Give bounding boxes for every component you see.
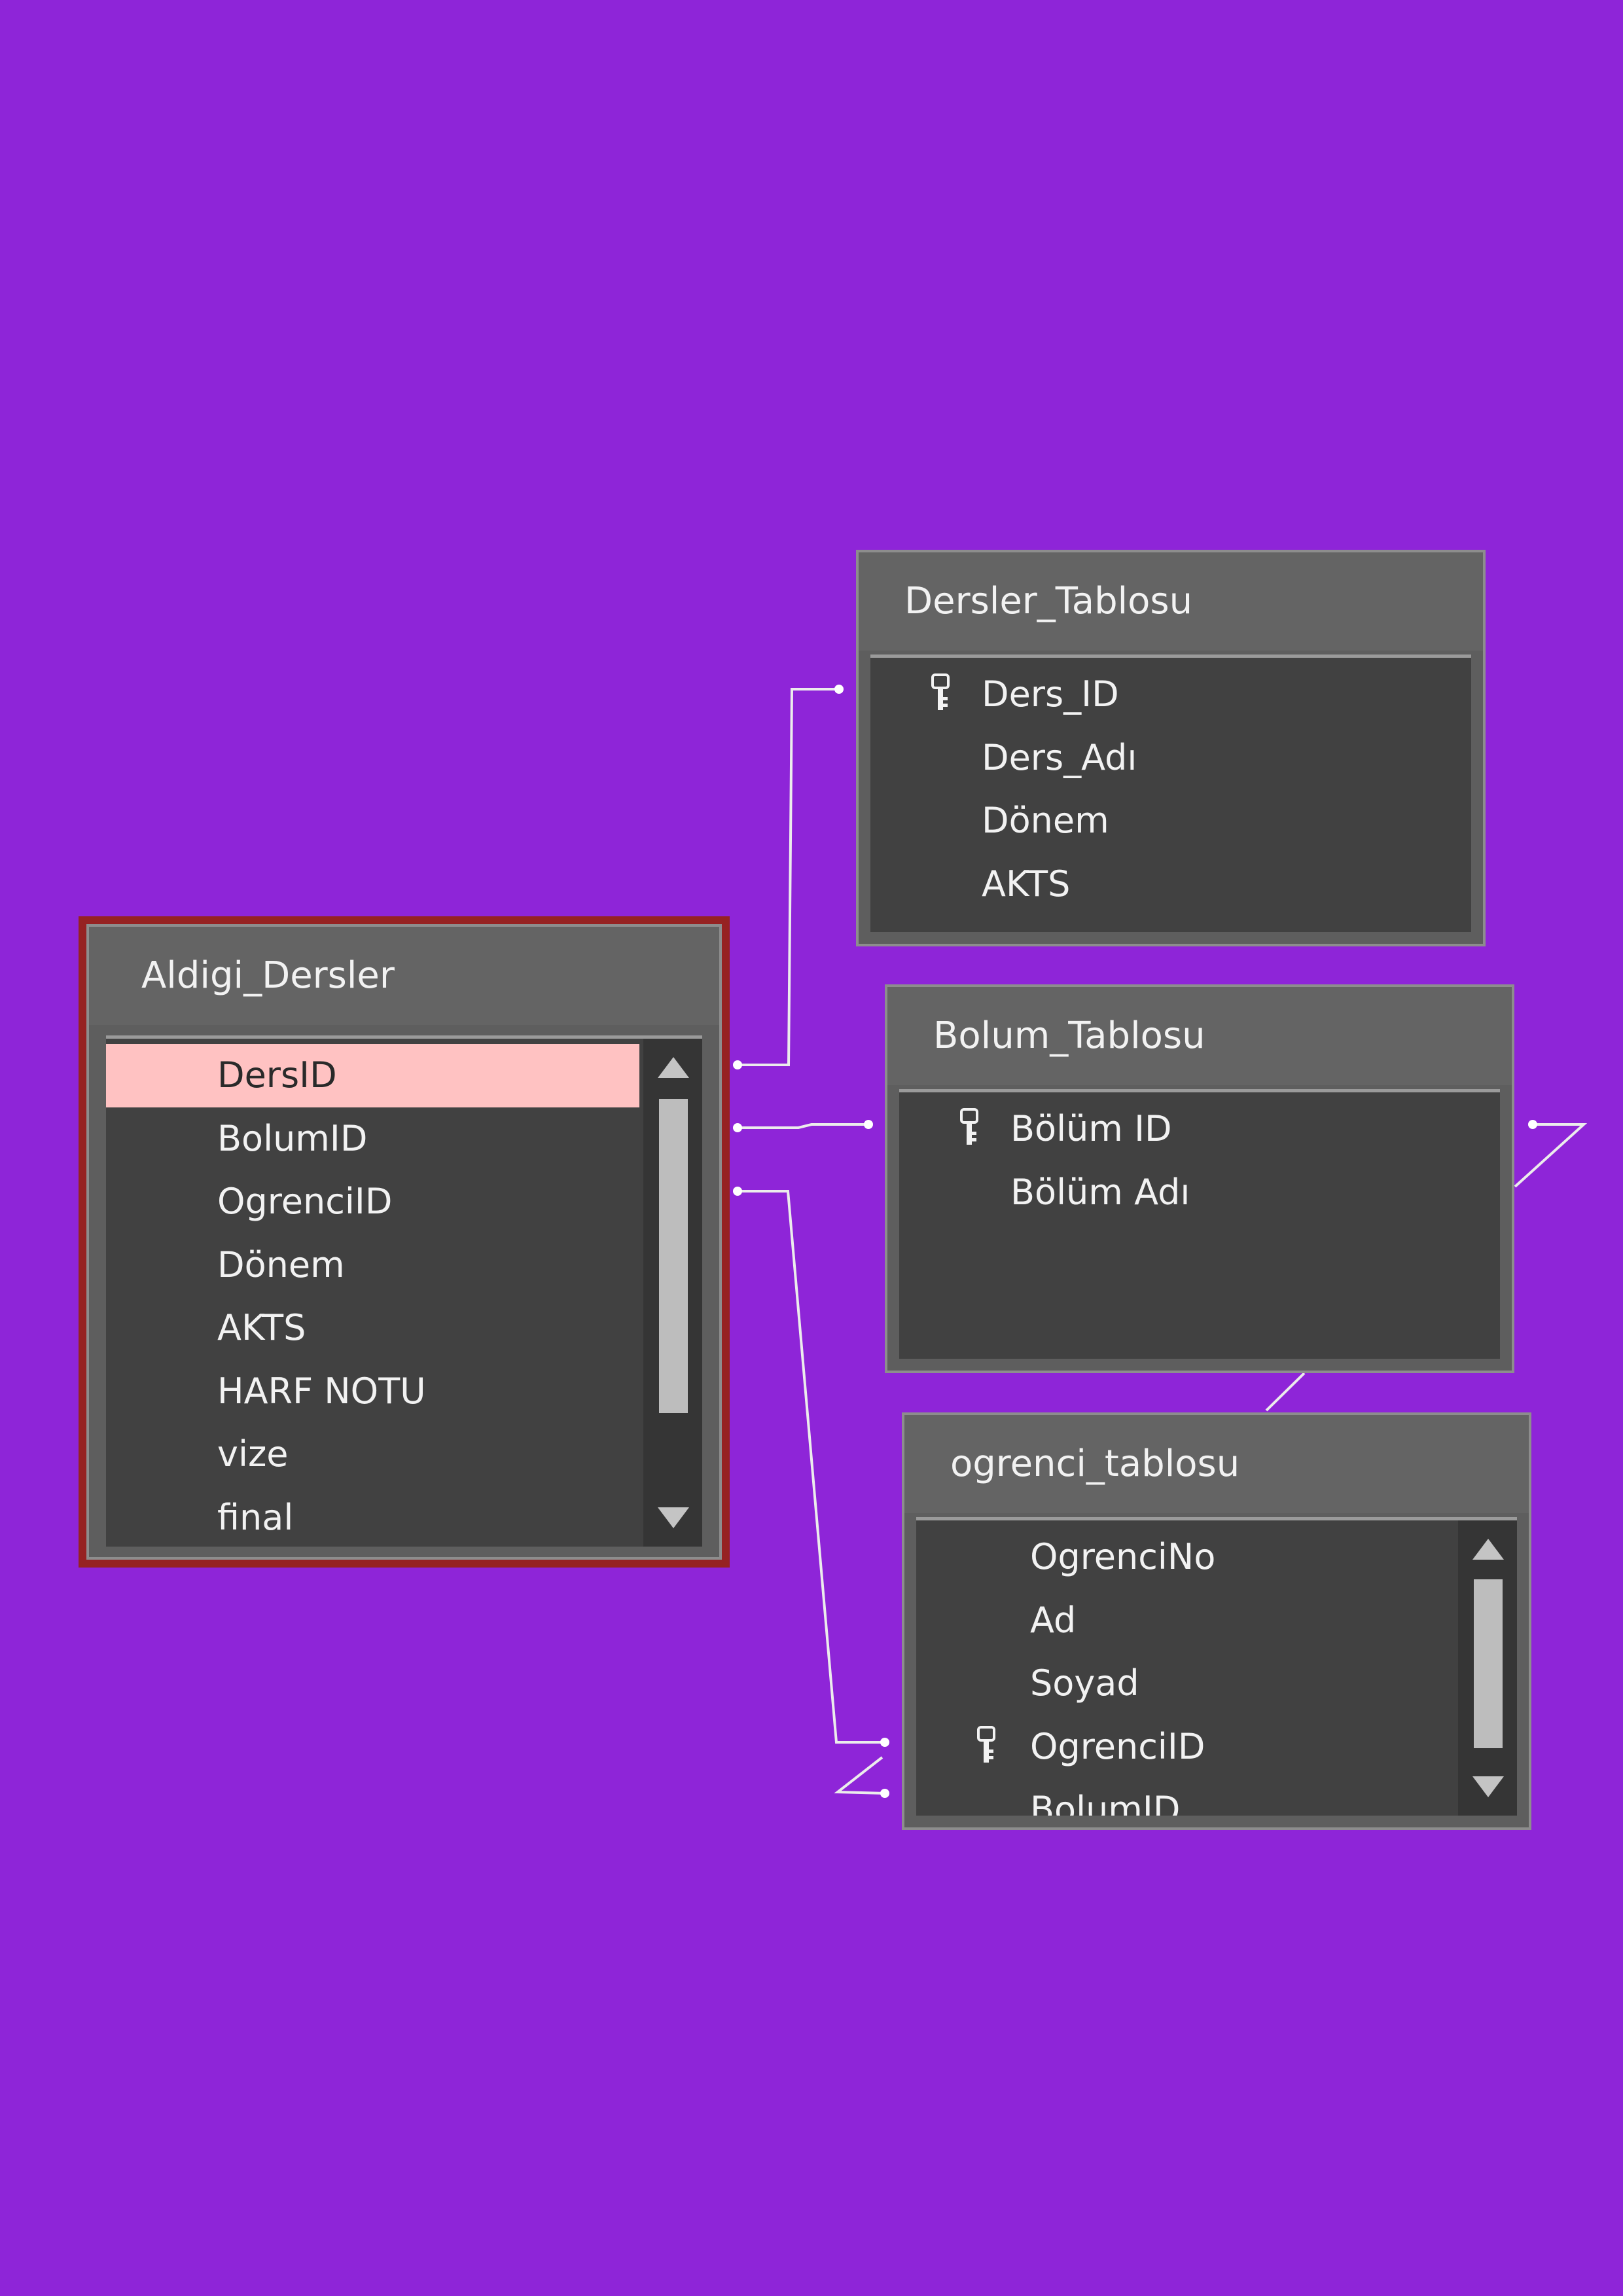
field-row-ogrencino[interactable]: OgrenciNo — [916, 1526, 1454, 1589]
key-icon — [960, 1108, 978, 1145]
field-label: BolumID — [1030, 1789, 1181, 1816]
table-aldigi-dersler[interactable]: Aldigi_Dersler DersID BolumID OgrenciID … — [79, 916, 730, 1568]
field-row-vize[interactable]: vize — [106, 1423, 639, 1486]
field-label: Bölüm Adı — [1010, 1171, 1190, 1213]
relationship-line-ogrenciid — [737, 1190, 885, 1744]
scroll-up-arrow-icon[interactable] — [658, 1057, 689, 1078]
field-label: Ad — [1030, 1599, 1077, 1641]
table-ogrenci-tablosu[interactable]: ogrenci_tablosu OgrenciNo Ad Soyad Ogr — [902, 1412, 1531, 1830]
relationship-line-bolumid-ogrenci — [834, 1756, 886, 1795]
line-endpoint — [1528, 1120, 1537, 1129]
field-row-ders-adi[interactable]: Ders_Adı — [870, 726, 1471, 790]
scroll-down-arrow-icon[interactable] — [1472, 1776, 1504, 1797]
field-label: final — [217, 1496, 294, 1538]
table-field-list[interactable]: Bölüm ID Bölüm Adı — [899, 1089, 1500, 1359]
line-endpoint — [733, 1123, 742, 1132]
field-row-bolumid[interactable]: BolumID — [916, 1778, 1454, 1816]
field-label: DersID — [217, 1054, 337, 1096]
key-icon — [977, 1725, 995, 1763]
table-field-list[interactable]: OgrenciNo Ad Soyad OgrenciID BolumID — [916, 1517, 1517, 1816]
vertical-scrollbar[interactable] — [1458, 1520, 1517, 1816]
field-row-bolumid[interactable]: BolumID — [106, 1107, 639, 1171]
line-endpoint — [880, 1738, 889, 1747]
table-bolum-tablosu[interactable]: Bolum_Tablosu Bölüm ID Bölüm Adı — [885, 984, 1514, 1373]
field-label: OgrenciID — [1030, 1725, 1205, 1767]
field-row-ders-id[interactable]: Ders_ID — [870, 663, 1471, 726]
field-label: Ders_ID — [982, 673, 1119, 715]
field-row-akts[interactable]: AKTS — [106, 1297, 639, 1360]
field-row-bolum-id[interactable]: Bölüm ID — [899, 1098, 1500, 1161]
scrollbar-thumb[interactable] — [659, 1099, 688, 1413]
table-field-list[interactable]: DersID BolumID OgrenciID Dönem AKTS HARF… — [106, 1035, 702, 1547]
field-label: vize — [217, 1433, 289, 1475]
table-title[interactable]: ogrenci_tablosu — [904, 1415, 1529, 1513]
field-row-bolum-adi[interactable]: Bölüm Adı — [899, 1161, 1500, 1225]
field-row-donem[interactable]: Dönem — [870, 789, 1471, 853]
relationship-line-bolumid — [737, 1123, 869, 1129]
field-label: BolumID — [217, 1117, 368, 1159]
field-row-ogrenciid[interactable]: OgrenciID — [106, 1170, 639, 1234]
line-endpoint — [733, 1060, 742, 1069]
relationship-line-bolum-ogrenci — [1514, 1123, 1588, 1188]
scrollbar-thumb[interactable] — [1474, 1579, 1503, 1748]
field-row-final[interactable]: final — [106, 1486, 639, 1547]
field-label: OgrenciID — [217, 1181, 393, 1222]
relationship-line-dersid — [737, 688, 839, 1066]
table-dersler-tablosu[interactable]: Dersler_Tablosu Ders_ID Ders_Adı Dönem — [856, 550, 1486, 946]
field-label: AKTS — [217, 1307, 306, 1348]
field-label: OgrenciNo — [1030, 1536, 1216, 1577]
field-row-donem[interactable]: Dönem — [106, 1234, 639, 1297]
field-label: Dönem — [217, 1244, 345, 1285]
field-label: Ders_Adı — [982, 736, 1137, 778]
field-label: Soyad — [1030, 1662, 1139, 1704]
field-label: Bölüm ID — [1010, 1108, 1172, 1149]
field-row-ad[interactable]: Ad — [916, 1589, 1454, 1653]
line-endpoint — [733, 1187, 742, 1196]
key-icon — [931, 673, 950, 710]
field-row-ogrenciid[interactable]: OgrenciID — [916, 1715, 1454, 1779]
scroll-down-arrow-icon[interactable] — [658, 1507, 689, 1528]
vertical-scrollbar[interactable] — [643, 1039, 702, 1547]
line-endpoint — [864, 1120, 873, 1129]
line-endpoint — [880, 1789, 889, 1798]
table-title[interactable]: Dersler_Tablosu — [859, 552, 1483, 651]
table-title[interactable]: Aldigi_Dersler — [89, 927, 719, 1025]
line-endpoint — [834, 685, 844, 694]
field-row-akts[interactable]: AKTS — [870, 853, 1471, 916]
field-label: HARF NOTU — [217, 1370, 426, 1412]
relationship-line-bolum-ogrenci-lower — [1265, 1372, 1306, 1412]
field-row-harf-notu[interactable]: HARF NOTU — [106, 1360, 639, 1424]
table-field-list[interactable]: Ders_ID Ders_Adı Dönem AKTS — [870, 655, 1471, 932]
field-label: Dönem — [982, 800, 1109, 841]
field-row-soyad[interactable]: Soyad — [916, 1652, 1454, 1715]
field-label: AKTS — [982, 863, 1071, 905]
scroll-up-arrow-icon[interactable] — [1472, 1539, 1504, 1560]
field-row-dersid[interactable]: DersID — [106, 1044, 639, 1107]
table-title[interactable]: Bolum_Tablosu — [887, 987, 1512, 1085]
